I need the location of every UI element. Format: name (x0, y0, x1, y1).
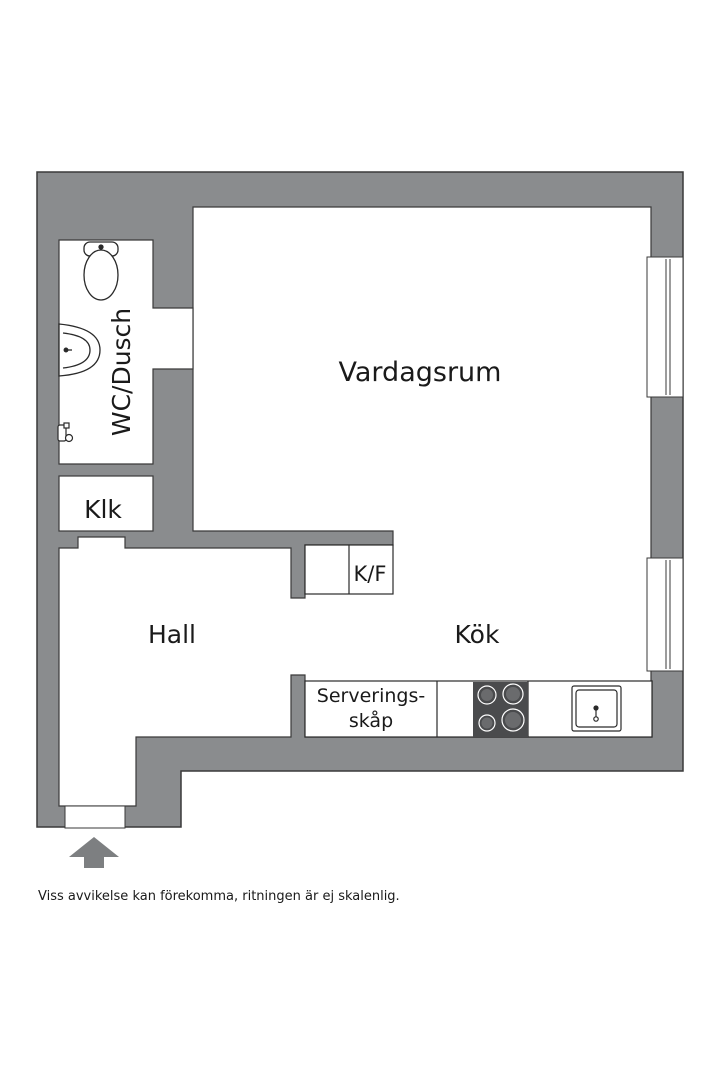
closet-floor (58, 475, 154, 532)
serving-cabinet-label-line2: skåp (349, 709, 393, 732)
entrance-arrow-icon (69, 837, 119, 868)
hall-label: Hall (148, 620, 196, 649)
entrance-door (64, 805, 126, 829)
bathroom-label: WC/Dusch (107, 308, 136, 436)
shower-icon (57, 422, 74, 443)
disclaimer-text: Viss avvikelse kan förekomma, ritningen … (38, 889, 400, 904)
fridge-freezer (304, 544, 394, 595)
window-upper (646, 256, 684, 398)
fridge-freezer-label: K/F (354, 562, 387, 586)
kitchen-label: Kök (455, 620, 500, 649)
serving-cabinet-label-line1: Serverings- (317, 685, 425, 707)
toilet-icon (83, 241, 119, 301)
living-room-label: Vardagsrum (339, 357, 502, 388)
washbasin-icon (58, 323, 101, 377)
closet-label: Klk (84, 495, 122, 524)
sink-icon (571, 685, 622, 732)
window-lower (646, 557, 684, 672)
stove-icon (473, 682, 528, 737)
